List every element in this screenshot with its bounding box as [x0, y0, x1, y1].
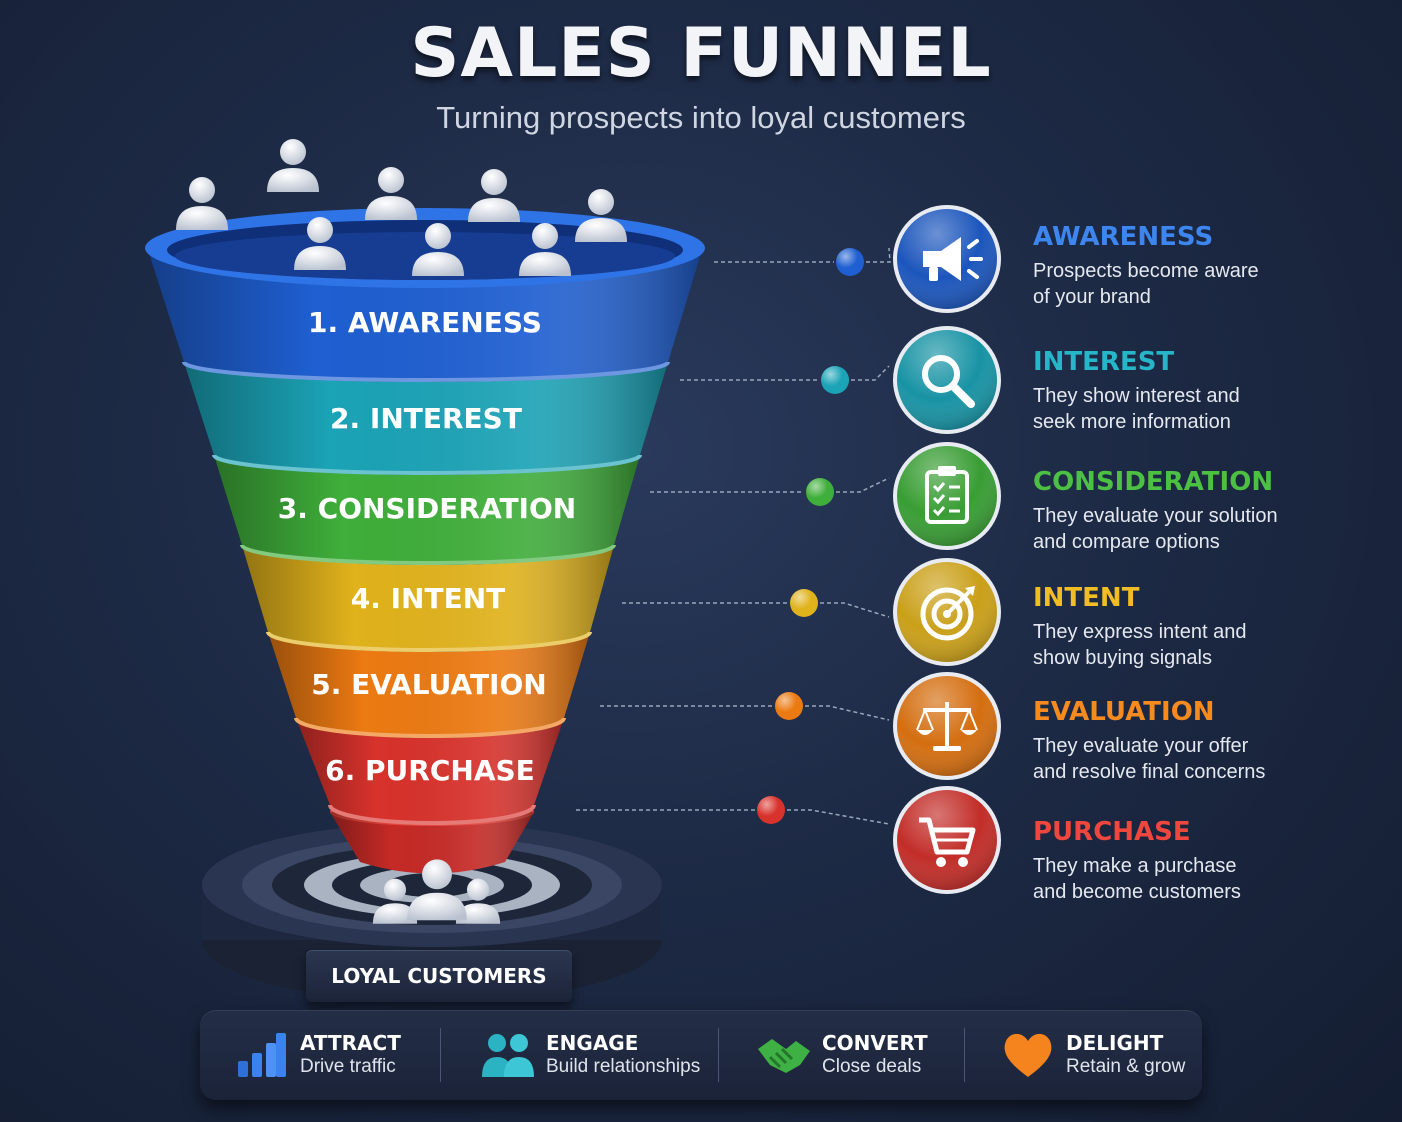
stage-title: CONSIDERATION [1033, 467, 1274, 497]
connector-evaluation [600, 692, 890, 721]
loyal-customers-plate: LOYAL CUSTOMERS [306, 950, 572, 1002]
clipboard-checklist-icon [925, 466, 969, 524]
funnel-stage-label: 2. INTEREST [330, 402, 522, 435]
person-icon [365, 167, 417, 220]
funnel-band-consideration: 3. CONSIDERATION [214, 455, 640, 565]
connector-intent [622, 589, 890, 618]
funnel-band-purchase: 6. PURCHASE [296, 718, 564, 825]
stage-icon-awareness [893, 205, 1001, 313]
stage-description-text: They make a purchase and become customers [1033, 853, 1363, 905]
target-icon [920, 586, 975, 641]
page-subtitle: Turning prospects into loyal customers [436, 100, 966, 135]
bottom-item-attract: ATTRACT Drive traffic [234, 1010, 401, 1100]
stage-title: INTENT [1033, 583, 1140, 613]
person-icon [267, 139, 319, 192]
funnel-band-evaluation: 5. EVALUATION [268, 632, 590, 738]
person-icon [412, 223, 464, 276]
description-line: seek more information [1033, 411, 1231, 433]
stage-description-text: Prospects become aware of your brand [1033, 258, 1363, 310]
description-line: They show interest and [1033, 385, 1240, 407]
funnel-stage-label: 4. INTENT [351, 582, 505, 615]
bottom-item-title: CONVERT [822, 1031, 928, 1055]
description-line: and become customers [1033, 881, 1241, 903]
stage-description-text: They express intent and show buying signa… [1033, 619, 1363, 671]
page-title: SALES FUNNEL [410, 14, 992, 93]
funnel-band-interest: 2. INTEREST [184, 362, 668, 475]
bottom-item-engage: ENGAGE Build relationships [480, 1010, 700, 1100]
description-line: They evaluate your solution [1033, 505, 1278, 527]
person-icon [372, 878, 418, 924]
stage-title: AWARENESS [1033, 222, 1214, 252]
person-icon [575, 189, 627, 242]
bar-chart-icon [238, 1033, 286, 1077]
stage-description-text: They evaluate your solution and compare o… [1033, 503, 1363, 555]
stage-title: INTEREST [1033, 347, 1175, 377]
bottom-item-title: DELIGHT [1066, 1031, 1164, 1055]
bottom-item-subtitle: Build relationships [546, 1056, 701, 1077]
stage-icon-intent [893, 558, 1001, 666]
person-icon [455, 878, 501, 924]
funnel-stage-label: 1. AWARENESS [308, 306, 542, 339]
description-line: show buying signals [1033, 647, 1212, 669]
bottom-item-convert: CONVERT Close deals [756, 1010, 928, 1100]
person-icon [468, 169, 520, 222]
bottom-item-subtitle: Close deals [822, 1056, 922, 1077]
stage-description-awareness: AWARENESS Prospects become aware of your b… [1033, 222, 1363, 310]
bottom-item-title: ENGAGE [546, 1031, 639, 1055]
loyal-customers-group [372, 859, 501, 924]
description-line: They make a purchase [1033, 855, 1237, 877]
prospects-crowd [176, 139, 627, 276]
stage-description-evaluation: EVALUATION They evaluate your offer and re… [1033, 697, 1363, 785]
connector-awareness [714, 247, 891, 276]
description-line: Prospects become aware [1033, 260, 1259, 282]
bottom-divider [718, 1028, 719, 1082]
person-icon [294, 217, 346, 270]
bottom-item-delight: DELIGHT Retain & grow [1000, 1010, 1185, 1100]
scales-icon [916, 702, 978, 751]
stage-description-intent: INTENT They express intent and show buying… [1033, 583, 1363, 671]
funnel-stage-label: 5. EVALUATION [311, 668, 546, 701]
connector-interest [680, 365, 890, 394]
person-icon [519, 223, 571, 276]
stage-title: PURCHASE [1033, 817, 1191, 847]
connector-consideration [650, 477, 890, 506]
people-icon [482, 1034, 534, 1077]
description-line: They evaluate your offer [1033, 735, 1249, 757]
stage-description-text: They show interest and seek more informat… [1033, 383, 1363, 435]
bottom-divider [440, 1028, 441, 1082]
handshake-icon [758, 1039, 810, 1073]
funnel-band-intent: 4. INTENT [242, 545, 614, 652]
stage-description-interest: INTEREST They show interest and seek more … [1033, 347, 1363, 435]
person-icon [407, 859, 467, 921]
stage-icon-consideration [893, 442, 1001, 550]
description-line: and resolve final concerns [1033, 761, 1266, 783]
bottom-divider [964, 1028, 965, 1082]
description-line: of your brand [1033, 286, 1151, 308]
stage-description-text: They evaluate your offer and resolve fina… [1033, 733, 1363, 785]
stage-icon-interest [893, 326, 1001, 434]
stage-icon-evaluation [893, 672, 1001, 780]
stage-icon-purchase [893, 786, 1001, 894]
shopping-cart-icon [919, 817, 976, 867]
connector-purchase [576, 796, 890, 825]
stage-description-purchase: PURCHASE They make a purchase and become c… [1033, 817, 1363, 905]
bottom-item-subtitle: Retain & grow [1066, 1056, 1186, 1077]
bottom-item-title: ATTRACT [300, 1031, 401, 1055]
stage-title: EVALUATION [1033, 697, 1215, 727]
funnel-stage-label: 6. PURCHASE [325, 754, 535, 787]
person-icon [176, 177, 228, 230]
heart-icon [1004, 1033, 1052, 1077]
description-line: and compare options [1033, 531, 1220, 553]
magnifier-icon [922, 355, 975, 408]
bottom-item-subtitle: Drive traffic [300, 1056, 396, 1077]
stage-description-consideration: CONSIDERATION They evaluate your solution… [1033, 467, 1363, 555]
bottom-bar: ATTRACT Drive traffic ENGAGE Build relat… [200, 1010, 1202, 1100]
funnel-stage-label: 3. CONSIDERATION [278, 492, 576, 525]
megaphone-icon [923, 237, 983, 281]
description-line: They express intent and [1033, 621, 1247, 643]
